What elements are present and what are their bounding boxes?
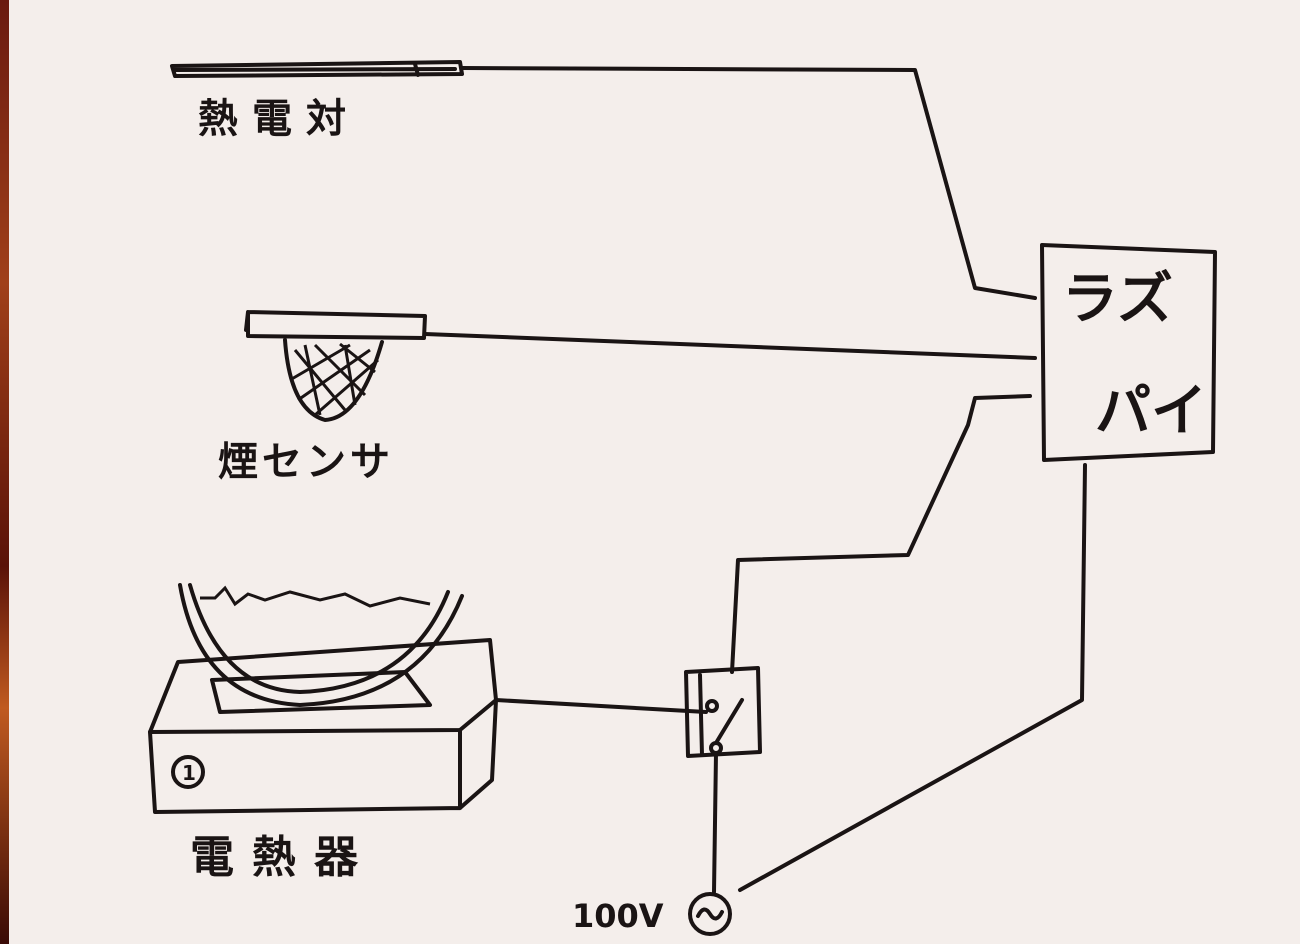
- heater-dial-label: 1: [182, 761, 196, 785]
- thermocouple: 熱電対: [170, 60, 464, 142]
- raspberry-pi: ラズ パイ: [1040, 243, 1217, 462]
- wire-switch-power: [712, 751, 718, 894]
- smoke-sensor: 煙センサ: [218, 310, 427, 485]
- relay-switch: [684, 666, 762, 758]
- wire-control-switch: [730, 394, 1032, 674]
- wire-heater-switch: [494, 698, 708, 714]
- electric-heater: 1 電熱器: [148, 583, 498, 883]
- power-source-label: 100V: [572, 897, 664, 935]
- table-edge: [0, 0, 9, 944]
- ac-power-source: 100V: [572, 892, 732, 936]
- thermocouple-label: 熱電対: [198, 96, 360, 142]
- wire-smoke-sensor: [423, 332, 1037, 360]
- wire-pi-power: [738, 463, 1087, 892]
- heater-label: 電熱器: [190, 832, 376, 883]
- wire-thermocouple: [460, 66, 1037, 300]
- smoke-sensor-label: 煙センサ: [218, 439, 394, 485]
- raspberry-pi-label-line1: ラズ: [1062, 267, 1173, 332]
- raspberry-pi-label-line2: パイ: [1095, 379, 1207, 444]
